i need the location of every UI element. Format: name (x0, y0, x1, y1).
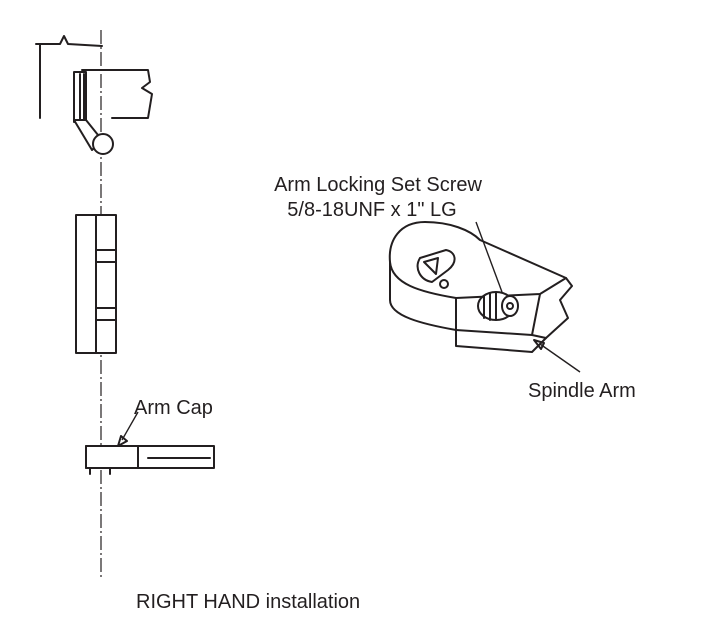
spindle-elevation (75, 214, 117, 354)
set-screw-label-line1: Arm Locking Set Screw (274, 174, 482, 196)
spindle-arm-leader (539, 343, 581, 373)
spindle-arm-label: Spindle Arm (528, 380, 636, 402)
door-hinge-section (35, 35, 153, 155)
spindle-arm-illustration (388, 221, 573, 353)
arm-cap-elevation (85, 411, 215, 475)
caption: RIGHT HAND installation (136, 591, 360, 613)
arm-cap-label: Arm Cap (134, 397, 213, 419)
set-screw-label-line2: 5/8-18UNF x 1" LG (287, 199, 456, 221)
set-screw-leader (475, 221, 503, 293)
